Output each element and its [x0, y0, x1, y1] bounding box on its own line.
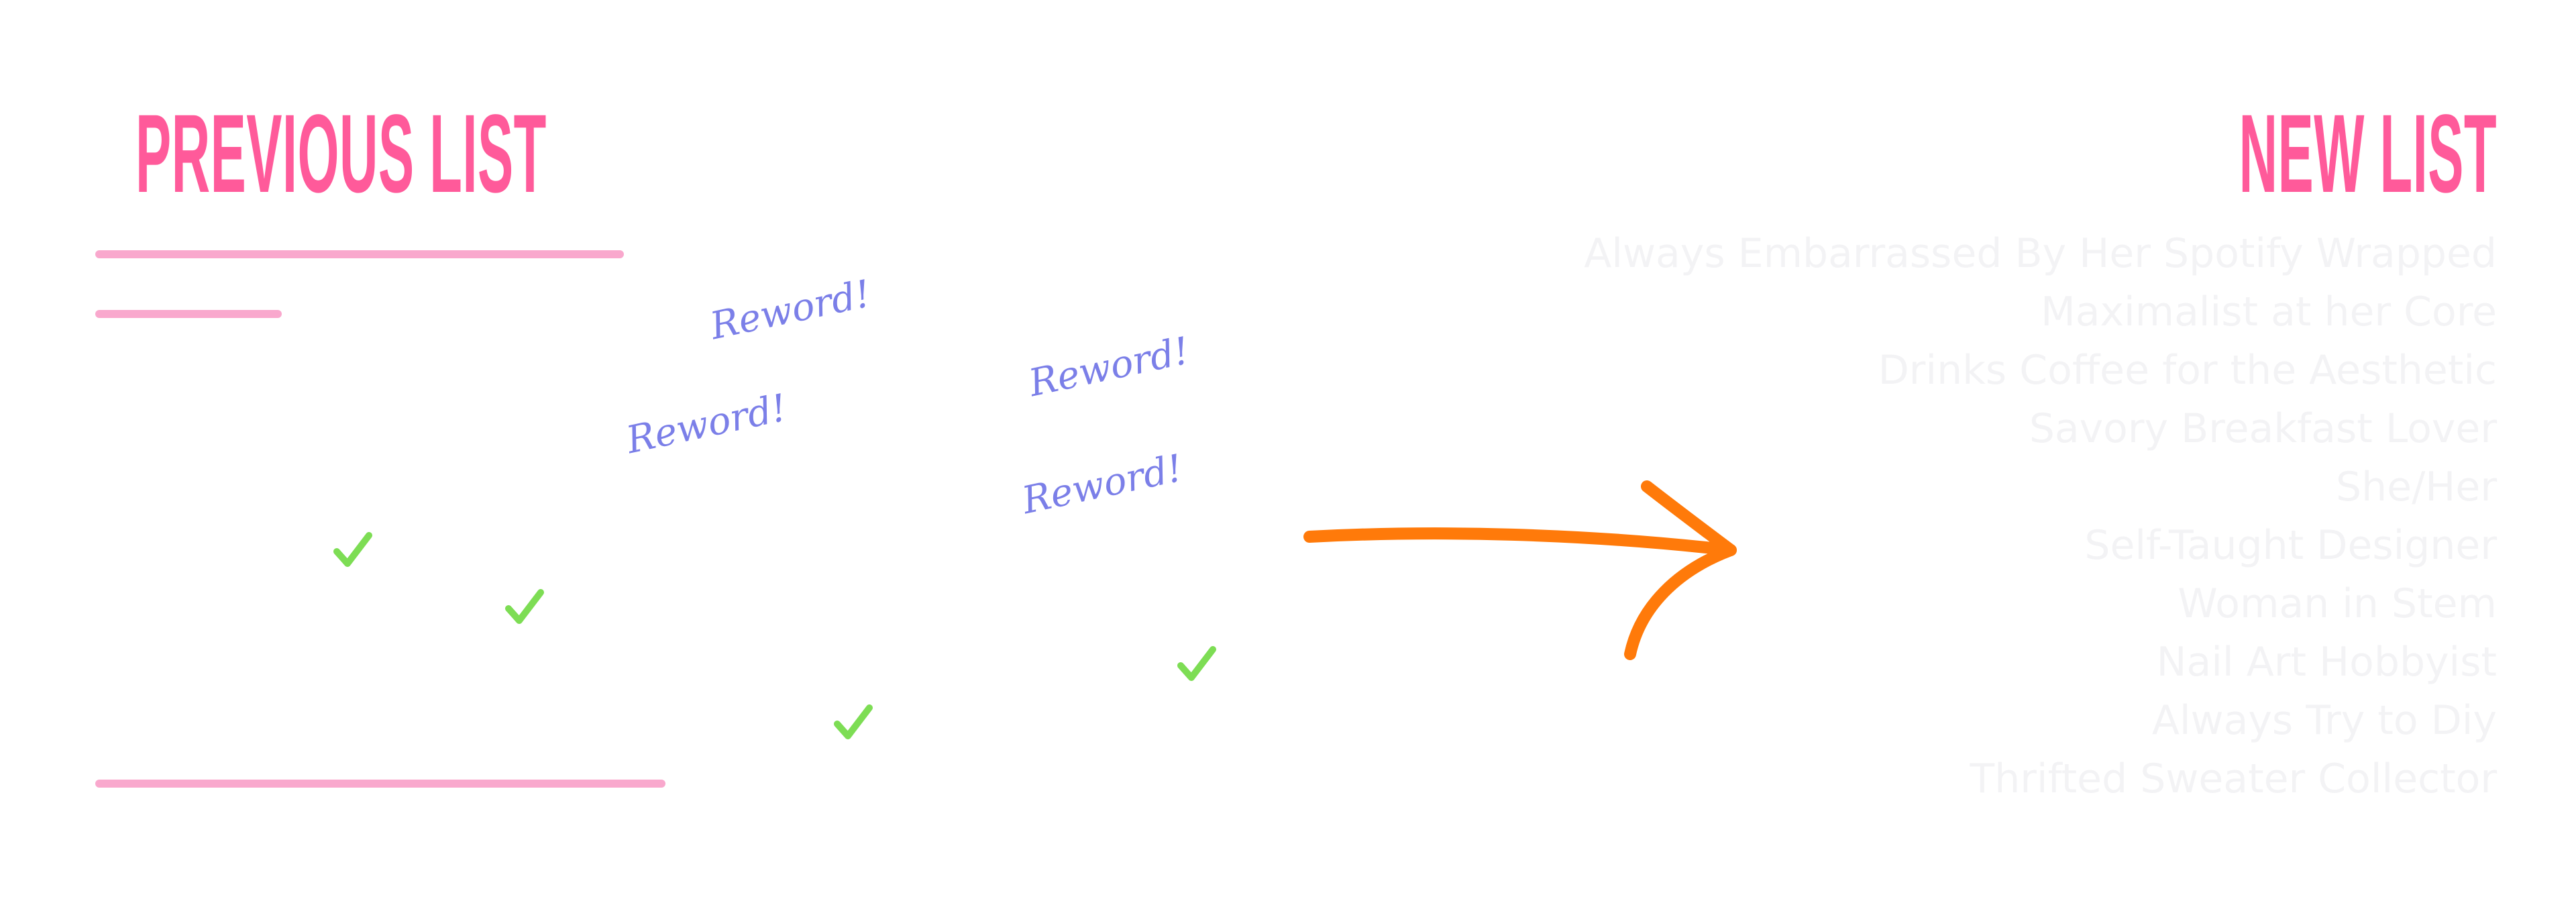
- list-item: Thrifted Sweater Collector: [1970, 755, 2497, 802]
- reword-note-2: Reword!: [1025, 329, 1193, 406]
- strike-line-3: [95, 780, 665, 788]
- checkmark-icon: [834, 704, 873, 739]
- reword-note-4: Reword!: [1018, 446, 1187, 523]
- checkmark-icon: [333, 532, 372, 567]
- list-item: Nail Art Hobbyist: [2156, 639, 2497, 686]
- list-item: Savory Breakfast Lover: [2029, 405, 2497, 452]
- list-item: Woman in Stem: [2178, 580, 2497, 627]
- list-item: Self-Taught Designer: [2084, 522, 2497, 569]
- list-item: Always Try to Diy: [2151, 697, 2497, 744]
- new-list-title: NEW LIST: [2239, 92, 2497, 216]
- previous-list-title: PREVIOUS LIST: [136, 92, 547, 216]
- list-item: Drinks Coffee for the Aesthetic: [1878, 347, 2497, 394]
- list-item: Always Embarrassed By Her Spotify Wrappe…: [1584, 230, 2497, 277]
- new-list: Always Embarrassed By Her Spotify Wrappe…: [1584, 225, 2497, 808]
- list-item: She/Her: [2336, 464, 2497, 511]
- strike-line-1: [95, 250, 624, 258]
- list-item: Maximalist at her Core: [2040, 288, 2497, 335]
- arrow-right-icon: [1303, 480, 1737, 660]
- reword-note-1: Reword!: [706, 272, 875, 349]
- reword-note-3: Reword!: [623, 386, 791, 463]
- checkmark-icon: [1177, 646, 1216, 681]
- strike-line-2: [95, 310, 282, 318]
- checkmark-icon: [505, 589, 544, 624]
